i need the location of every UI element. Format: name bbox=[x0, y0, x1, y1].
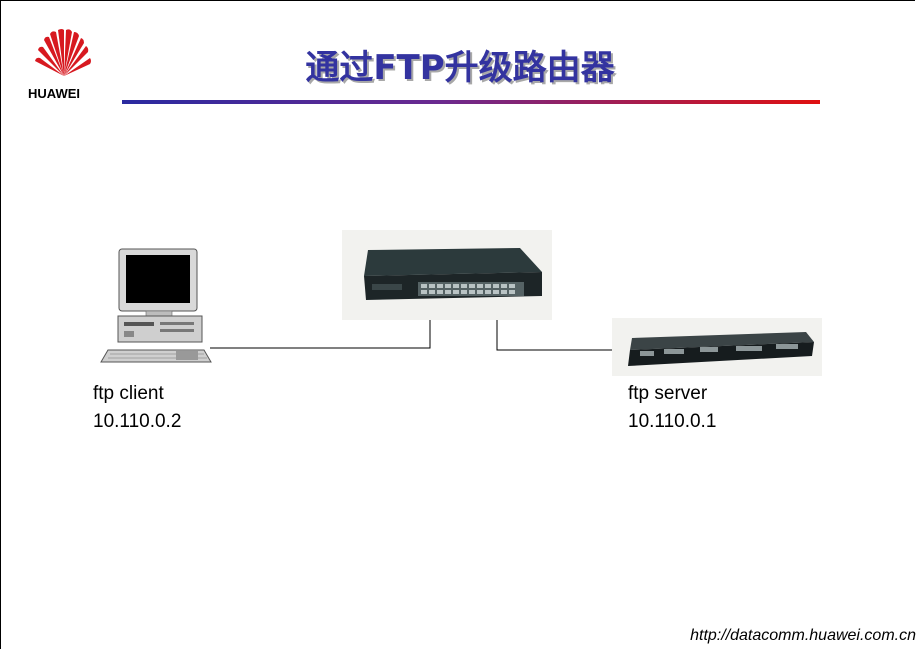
slide-title: 通过FTP升级路由器 bbox=[305, 48, 615, 88]
router-icon bbox=[612, 318, 822, 376]
client-ip: 10.110.0.2 bbox=[93, 411, 182, 432]
title-underline bbox=[122, 100, 820, 104]
desktop-computer-icon bbox=[100, 248, 212, 363]
huawei-fan-icon bbox=[35, 29, 91, 76]
huawei-logo: HUAWEI bbox=[28, 28, 100, 108]
client-name: ftp client bbox=[93, 383, 164, 404]
network-switch-icon bbox=[342, 230, 552, 320]
client-label: ftp client 10.110.0.2 bbox=[93, 380, 181, 436]
logo-text: HUAWEI bbox=[28, 86, 80, 101]
server-label: ftp server 10.110.0.1 bbox=[628, 380, 716, 436]
footer-url[interactable]: http://datacomm.huawei.com.cn bbox=[690, 627, 916, 644]
server-ip: 10.110.0.1 bbox=[628, 411, 717, 432]
server-name: ftp server bbox=[628, 383, 708, 404]
